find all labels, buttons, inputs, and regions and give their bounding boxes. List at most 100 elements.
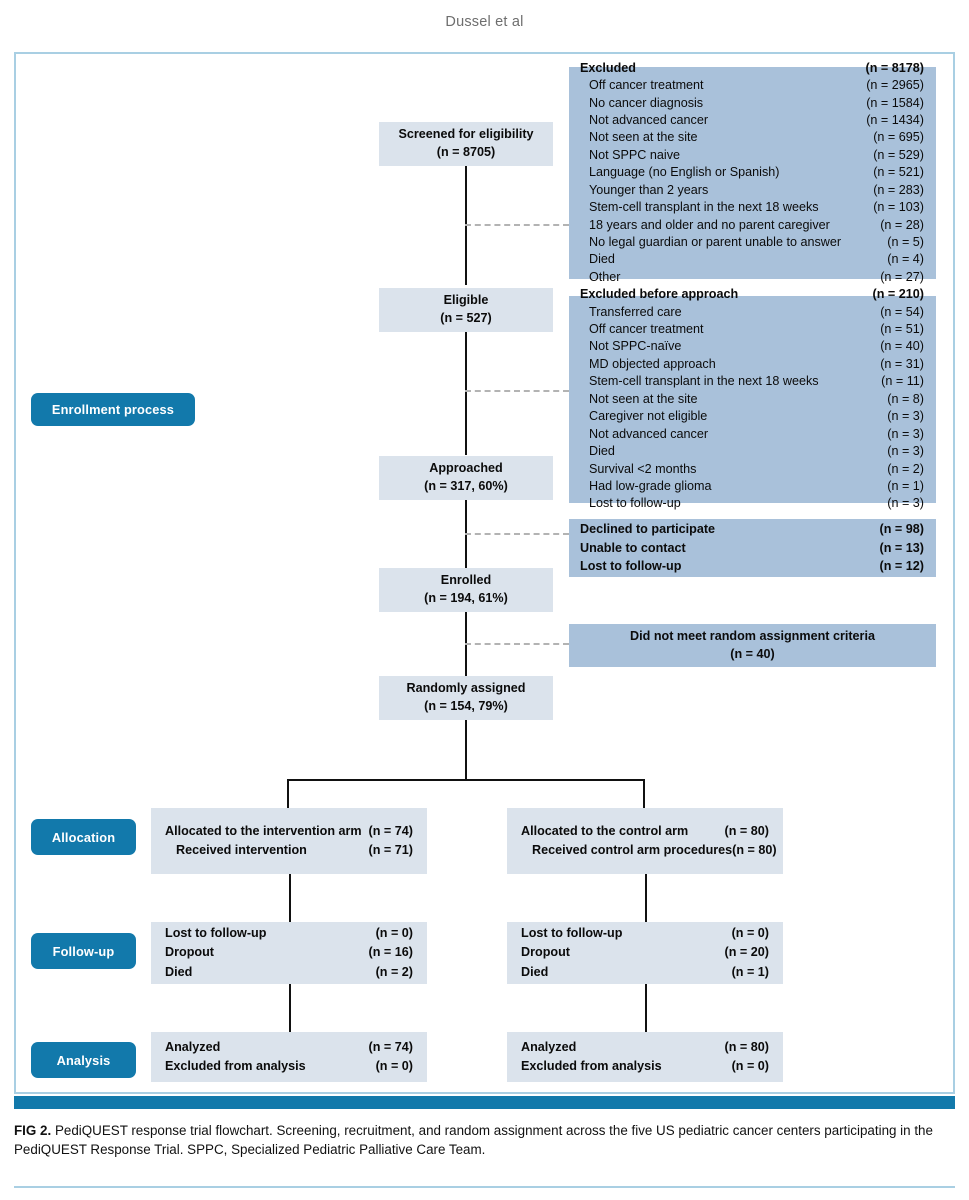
intervention-allocation-box: Allocated to the intervention arm(n = 74…	[151, 808, 427, 874]
list-item-label: Died	[521, 964, 549, 979]
list-item-count: (n = 27)	[880, 269, 924, 284]
list-item-label: Lost to follow-up	[589, 496, 681, 511]
list-item-count: (n = 13)	[879, 540, 924, 555]
control-followup-box: Lost to follow-up(n = 0)Dropout(n = 20)D…	[507, 922, 783, 984]
figure-caption-label: FIG 2.	[14, 1123, 52, 1138]
list-item-label: Not advanced cancer	[589, 112, 709, 127]
excluded-before-approach-items: Transferred care(n = 54)Off cancer treat…	[580, 304, 924, 513]
control-analysis-box: Analyzed(n = 80)Excluded from analysis(n…	[507, 1032, 783, 1082]
stage-pill-analysis-label: Analysis	[56, 1052, 111, 1068]
bottom-rule	[14, 1186, 955, 1188]
list-item-label: Dropout	[165, 945, 214, 960]
list-item-label: Not seen at the site	[589, 130, 698, 145]
list-item-count: (n = 20)	[724, 945, 769, 960]
connector-intervention-followup-analysis	[289, 984, 292, 1032]
list-item-label: Stem-cell transplant in the next 18 week…	[589, 200, 819, 215]
list-item-label: Died	[589, 252, 615, 267]
stage-pill-followup-label: Follow-up	[52, 943, 115, 959]
list-item-label: 18 years and older and no parent caregiv…	[589, 217, 830, 232]
list-item-label: Dropout	[521, 945, 570, 960]
list-item: Lost to follow-up (n = 3)	[580, 495, 924, 512]
list-item: Allocated to the control arm(n = 80)	[521, 822, 769, 841]
excluded-before-approach-box: Excluded before approach (n = 210) Trans…	[569, 287, 936, 510]
list-item: Had low-grade glioma(n = 1)	[580, 478, 924, 495]
stage-pill-followup: Follow-up	[31, 933, 136, 969]
list-item-count: (n = 51)	[880, 322, 924, 337]
dash-to-declined	[465, 533, 569, 535]
stage-pill-enrollment-label: Enrollment process	[51, 402, 175, 417]
list-item: Stem-cell transplant in the next 18 week…	[580, 199, 924, 216]
list-item-count: (n = 0)	[375, 1059, 413, 1073]
intervention-allocation-items: Allocated to the intervention arm(n = 74…	[165, 822, 413, 860]
list-item-label: Received control arm procedures	[532, 843, 733, 857]
flow-box-randomized-n: (n = 154, 79%)	[424, 699, 508, 713]
list-item-count: (n = 2)	[375, 964, 413, 979]
criteria-box-n: (n = 40)	[730, 646, 775, 661]
list-item-label: Received intervention	[176, 843, 307, 857]
list-item: Not SPPC-naïve(n = 40)	[580, 338, 924, 355]
list-item: Stem-cell transplant in the next 18 week…	[580, 373, 924, 390]
connector-control-followup-analysis	[645, 984, 648, 1032]
flow-box-enrolled-n: (n = 194, 61%)	[424, 591, 508, 605]
list-item: Off cancer treatment(n = 51)	[580, 321, 924, 338]
list-item-label: Language (no English or Spanish)	[589, 165, 780, 180]
list-item-count: (n = 80)	[724, 1039, 769, 1054]
stage-pill-allocation-label: Allocation	[51, 829, 116, 845]
list-item-label: Died	[165, 964, 193, 979]
list-item: Lost to follow-up(n = 0)	[165, 924, 413, 943]
list-item-label: Died	[589, 444, 615, 459]
list-item-label: Transferred care	[589, 304, 682, 319]
list-item: Died (n = 2)	[165, 963, 413, 982]
list-item-label: Younger than 2 years	[589, 182, 709, 197]
flow-box-eligible: Eligible (n = 527)	[379, 288, 553, 332]
list-item: Younger than 2 years(n = 283)	[580, 182, 924, 199]
list-item: Dropout (n = 16)	[165, 943, 413, 962]
list-item-label: Other	[589, 269, 621, 284]
list-item-label: No legal guardian or parent unable to an…	[589, 235, 842, 250]
flow-box-randomized-title: Randomly assigned	[406, 681, 526, 696]
intervention-analysis-box: Analyzed(n = 74)Excluded from analysis(n…	[151, 1032, 427, 1082]
list-item-count: (n = 80)	[732, 843, 777, 857]
list-item-label: Stem-cell transplant in the next 18 week…	[589, 374, 819, 389]
list-item-count: (n = 0)	[731, 926, 769, 941]
excluded-screening-items: Off cancer treatment(n = 2965)No cancer …	[580, 77, 924, 286]
list-item: Not advanced cancer(n = 1434)	[580, 112, 924, 129]
list-item: Not advanced cancer(n = 3)	[580, 426, 924, 443]
list-item-count: (n = 98)	[879, 522, 924, 537]
list-item: Excluded from analysis (n = 0)	[521, 1057, 769, 1076]
flow-box-enrolled-title: Enrolled	[440, 573, 492, 588]
list-item-label: Not SPPC-naïve	[589, 339, 682, 354]
list-item: Allocated to the intervention arm(n = 74…	[165, 822, 413, 841]
excluded-screening-box: Excluded (n = 8178) Off cancer treatment…	[569, 61, 936, 284]
stage-pill-enrollment: Enrollment process	[31, 393, 195, 426]
list-item-label: Declined to participate	[580, 522, 716, 537]
criteria-box: Did not meet random assignment criteria …	[569, 624, 936, 667]
list-item-label: Excluded from analysis	[521, 1059, 662, 1073]
list-item-count: (n = 16)	[368, 945, 413, 960]
list-item-count: (n = 28)	[880, 217, 924, 232]
list-item-count: (n = 103)	[873, 200, 924, 215]
intervention-analysis-items: Analyzed(n = 74)Excluded from analysis(n…	[165, 1038, 413, 1076]
list-item: Lost to follow-up(n = 12)	[580, 557, 924, 575]
list-item: Received control arm procedures(n = 80)	[521, 841, 777, 860]
list-item-count: (n = 1)	[731, 964, 769, 979]
list-item: Analyzed(n = 74)	[165, 1038, 413, 1057]
list-item: MD objected approach(n = 31)	[580, 356, 924, 373]
connector-control-alloc-followup	[645, 874, 648, 922]
flow-box-enrolled: Enrolled (n = 194, 61%)	[379, 568, 553, 612]
flow-box-randomized: Randomly assigned (n = 154, 79%)	[379, 676, 553, 720]
list-item-count: (n = 2)	[887, 461, 924, 476]
list-item-count: (n = 2965)	[866, 78, 924, 93]
list-item-count: (n = 529)	[873, 147, 924, 162]
dash-to-excluded-screening	[465, 224, 569, 226]
list-item-count: (n = 3)	[887, 496, 924, 511]
flow-box-eligible-n: (n = 527)	[440, 311, 492, 325]
list-item-label: Had low-grade glioma	[589, 478, 712, 493]
list-item-label: Allocated to the intervention arm	[165, 823, 362, 838]
list-item: Off cancer treatment(n = 2965)	[580, 77, 924, 94]
list-item-count: (n = 0)	[731, 1059, 769, 1073]
list-item: Declined to participate (n = 98)	[580, 520, 924, 538]
list-item-label: Allocated to the control arm	[521, 823, 689, 838]
list-item-count: (n = 521)	[873, 165, 924, 180]
flow-box-screened: Screened for eligibility (n = 8705)	[379, 122, 553, 166]
